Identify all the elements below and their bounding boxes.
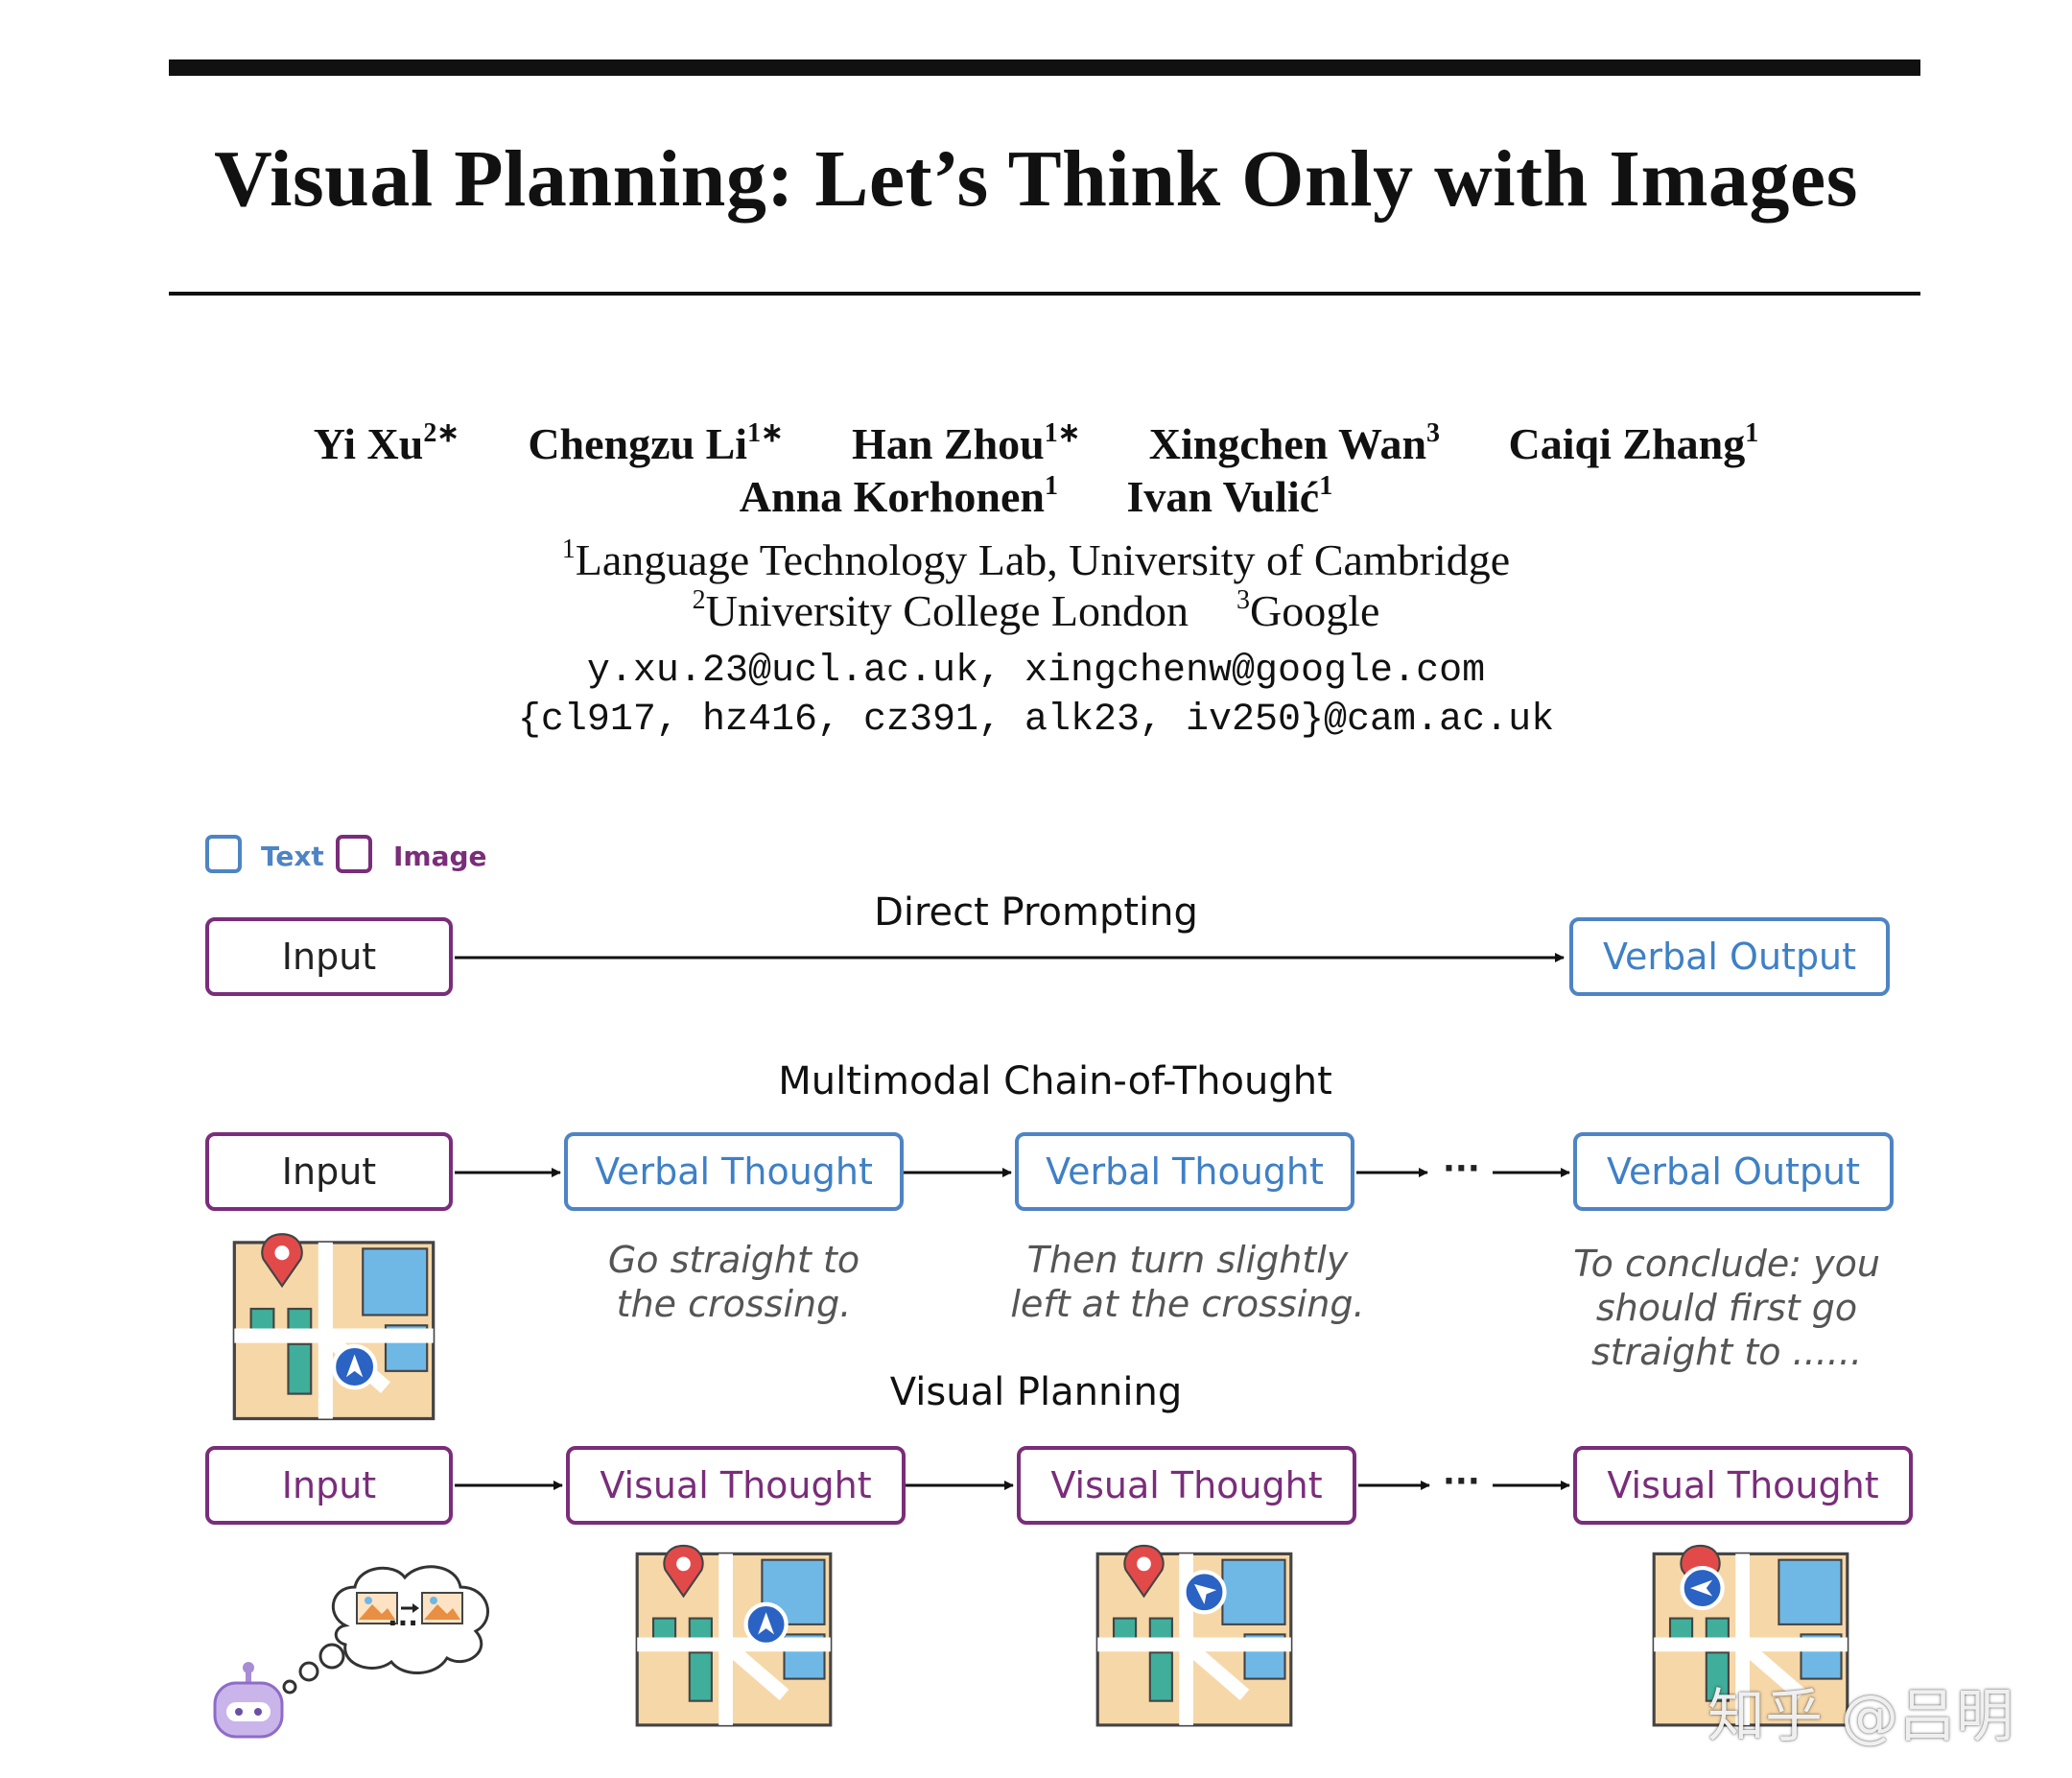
mcot-heading: Multimodal Chain-of-Thought — [778, 1059, 1332, 1103]
top-rule — [169, 59, 1920, 76]
vp-visual-thought-box-2: Visual Thought — [1017, 1446, 1356, 1525]
author: Xingchen Wan3 — [1148, 418, 1441, 468]
thought-bubble-icon — [278, 1558, 505, 1716]
map-icon — [230, 1232, 437, 1428]
mcot-verbal-thought-box-2: Verbal Thought — [1015, 1132, 1354, 1211]
author: Chengzu Li1∗ — [528, 418, 784, 468]
legend-image-swatch — [336, 835, 372, 873]
email-line-1: y.xu.23@ucl.ac.uk, xingchenw@google.com — [586, 650, 1486, 693]
mcot-ellipsis: ··· — [1443, 1150, 1480, 1188]
map-icon — [1650, 1541, 1851, 1737]
legend-text-label: Text — [261, 841, 324, 872]
robot-icon — [205, 1660, 292, 1750]
author: Caiqi Zhang1 — [1508, 418, 1759, 468]
title-bottom-rule — [169, 292, 1920, 296]
affiliation-line-1: 1Language Technology Lab, University of … — [561, 534, 1511, 584]
bubble-ellipsis: ... — [388, 1600, 418, 1632]
author: Han Zhou1∗ — [852, 418, 1081, 468]
map-icon — [633, 1541, 835, 1737]
direct-verbal-output-box: Verbal Output — [1569, 917, 1890, 996]
legend-image-label: Image — [393, 841, 487, 872]
direct-input-box: Input — [205, 917, 453, 996]
mcot-verbal-output-box: Verbal Output — [1573, 1132, 1894, 1211]
mcot-verbal-thought-box-1: Verbal Thought — [564, 1132, 904, 1211]
legend-text-swatch — [205, 835, 242, 873]
email-line-2: {cl917, hz416, cz391, alk23, iv250}@cam.… — [517, 699, 1555, 742]
vp-visual-thought-box-1: Visual Thought — [566, 1446, 906, 1525]
vp-visual-thought-box-3: Visual Thought — [1573, 1446, 1913, 1525]
author-row-1: Yi Xu2∗ Chengzu Li1∗ Han Zhou1∗ Xingchen… — [0, 418, 2072, 469]
author: Ivan Vulić1 — [1126, 471, 1333, 521]
watermark: 知乎 @吕明 — [1707, 1683, 2014, 1750]
author: Anna Korhonen1 — [739, 471, 1059, 521]
vp-input-box: Input — [205, 1446, 453, 1525]
map-icon — [1094, 1541, 1295, 1737]
visual-planning-heading: Visual Planning — [889, 1370, 1183, 1414]
direct-prompting-heading: Direct Prompting — [874, 890, 1198, 935]
author: Yi Xu2∗ — [313, 418, 459, 468]
mcot-input-box: Input — [205, 1132, 453, 1211]
vp-ellipsis: ··· — [1443, 1462, 1480, 1501]
author-row-2: Anna Korhonen1 Ivan Vulić1 — [0, 471, 2072, 522]
paper-title: Visual Planning: Let’s Think Only with I… — [214, 134, 1858, 224]
